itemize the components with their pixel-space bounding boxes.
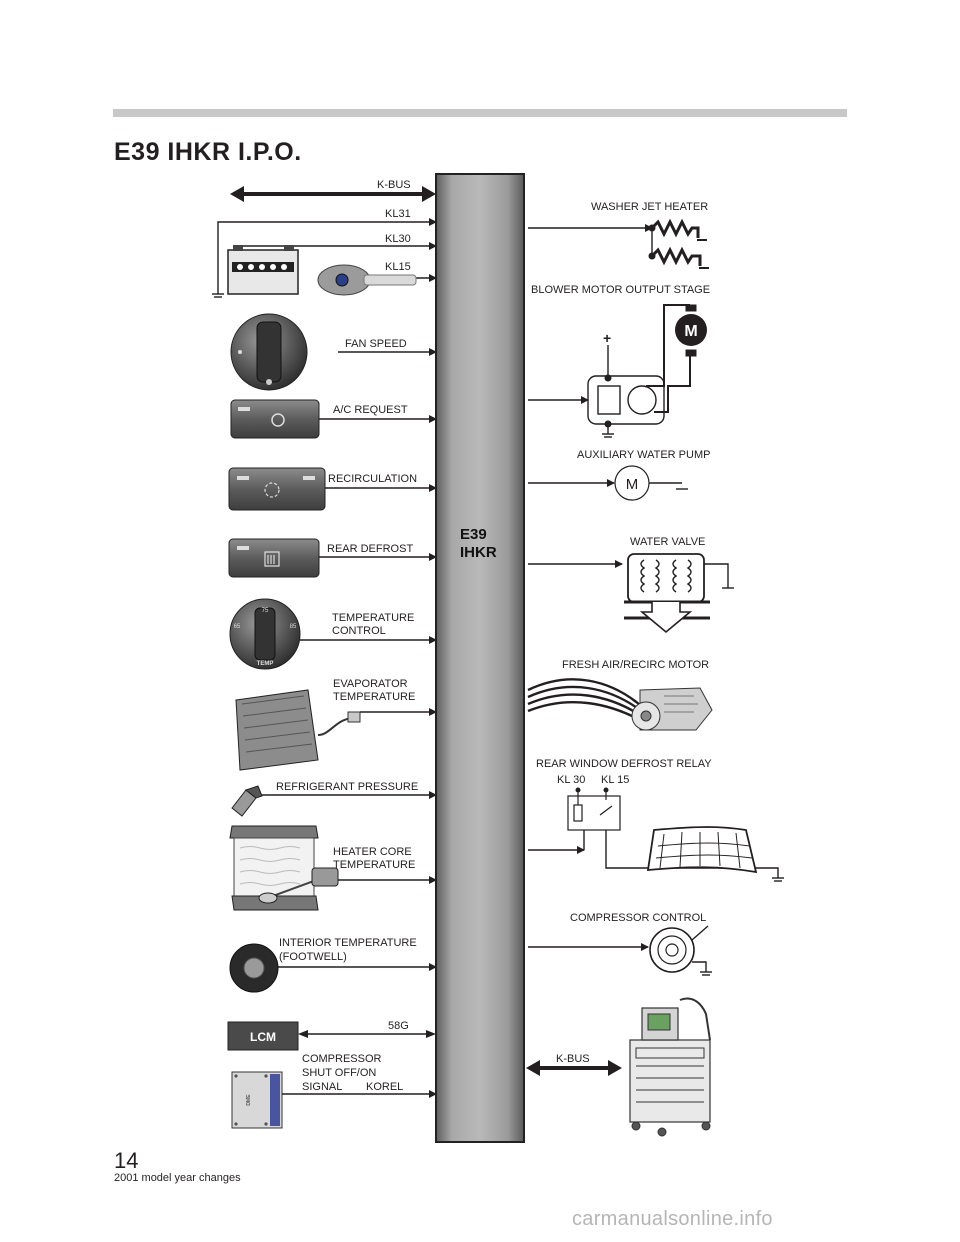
- compressor-shutoff-label-2: SHUT OFF/ON: [302, 1067, 376, 1079]
- aux-water-pump-output: [528, 465, 688, 501]
- blower-motor-symbol: M: [684, 323, 697, 340]
- evaporator-icon: [235, 689, 361, 771]
- blower-motor-output-stage-label: BLOWER MOTOR OUTPUT STAGE: [531, 284, 710, 296]
- refrigerant-pressure-label: REFRIGERANT PRESSURE: [276, 781, 418, 793]
- ac-request-button-icon: [230, 399, 320, 439]
- kl30-label: KL30: [385, 233, 411, 245]
- ac-request-label: A/C REQUEST: [333, 404, 408, 416]
- lcm-58g-label: 58G: [388, 1020, 409, 1032]
- fresh-air-recirc-motor-label: FRESH AIR/RECIRC MOTOR: [562, 659, 709, 671]
- kl15-label: KL15: [385, 261, 411, 273]
- fan-speed-knob-icon: [230, 313, 308, 391]
- compressor-shutoff-label-1: COMPRESSOR: [302, 1053, 382, 1065]
- kbus-label: K-BUS: [377, 179, 411, 191]
- temp-dial-center: 75: [262, 608, 269, 614]
- pressure-sensor-icon: [231, 785, 263, 817]
- relay-kl30-label: KL 30: [557, 774, 585, 786]
- washer-jet-heater-output: [528, 218, 709, 269]
- blower-output-stage: [528, 304, 707, 438]
- heater-core-temperature-label-2: TEMPERATURE: [333, 859, 415, 871]
- lcm-module-icon: LCM: [227, 1021, 299, 1051]
- ecu-label-line1: E39: [460, 526, 487, 543]
- page-number: 14: [114, 1148, 139, 1173]
- evaporator-temperature-label-1: EVAPORATOR: [333, 678, 408, 690]
- evaporator-temperature-label-2: TEMPERATURE: [333, 691, 415, 703]
- relay-kl15-label: KL 15: [601, 774, 629, 786]
- fan-speed-label: FAN SPEED: [345, 338, 407, 350]
- washer-jet-heater-label: WASHER JET HEATER: [591, 201, 708, 213]
- temperature-dial-icon: 75 65 85 TEMP: [229, 598, 301, 670]
- header-rule: [113, 109, 847, 117]
- temp-dial-right: 85: [290, 624, 297, 630]
- kl31-label: KL31: [385, 208, 411, 220]
- input-kbus: K-BUS: [230, 179, 436, 202]
- compressor-shutoff-label-3: SIGNAL: [302, 1081, 342, 1093]
- diagnostic-tester-icon: [629, 997, 711, 1137]
- rear-defrost-button-icon: [228, 538, 320, 578]
- compressor-control-label: COMPRESSOR CONTROL: [570, 912, 706, 924]
- ecu-label-line2: IHKR: [460, 544, 497, 561]
- aux-pump-symbol: M: [626, 476, 639, 493]
- compressor-control-output: [528, 925, 712, 976]
- page-title: E39 IHKR I.P.O.: [114, 138, 302, 166]
- dme-module-icon: DME: [231, 1071, 283, 1129]
- watermark: carmanualsonline.info: [572, 1208, 773, 1230]
- auxiliary-water-pump-label: AUXILIARY WATER PUMP: [577, 449, 710, 461]
- ecu-module-bar: [435, 173, 525, 1143]
- compressor-shutoff-label-4: KOREL: [366, 1081, 403, 1093]
- lcm-badge: LCM: [250, 1030, 276, 1044]
- ignition-key-icon: [317, 264, 417, 296]
- interior-temperature-label-2: (FOOTWELL): [279, 951, 347, 963]
- temperature-control-label-1: TEMPERATURE: [332, 612, 414, 624]
- recirculation-button-icon: [228, 467, 326, 511]
- output-kbus: [526, 1060, 622, 1076]
- temp-dial-label: TEMP: [257, 661, 274, 667]
- rear-window-defrost-relay-label: REAR WINDOW DEFROST RELAY: [536, 758, 712, 770]
- temperature-control-label-2: CONTROL: [332, 625, 386, 637]
- battery-icon: [227, 245, 299, 295]
- lcm-58g-line: [298, 1030, 436, 1038]
- dme-badge: DME: [246, 1094, 252, 1106]
- heater-core-icon: [229, 825, 339, 911]
- water-valve-output: [528, 553, 734, 634]
- water-valve-label: WATER VALVE: [630, 536, 705, 548]
- fresh-air-motor-output: [527, 678, 713, 731]
- blower-plus-symbol: +: [603, 330, 611, 346]
- rear-defrost-label: REAR DEFROST: [327, 543, 413, 555]
- kbus-output-label: K-BUS: [556, 1053, 590, 1065]
- temp-dial-left: 65: [234, 624, 241, 630]
- interior-temp-sensor-icon: [229, 943, 279, 993]
- footer-text: 2001 model year changes: [114, 1172, 241, 1184]
- recirculation-label: RECIRCULATION: [328, 473, 417, 485]
- interior-temperature-label-1: INTERIOR TEMPERATURE: [279, 937, 417, 949]
- rear-defrost-relay-output: [528, 787, 784, 882]
- heater-core-temperature-label-1: HEATER CORE: [333, 846, 412, 858]
